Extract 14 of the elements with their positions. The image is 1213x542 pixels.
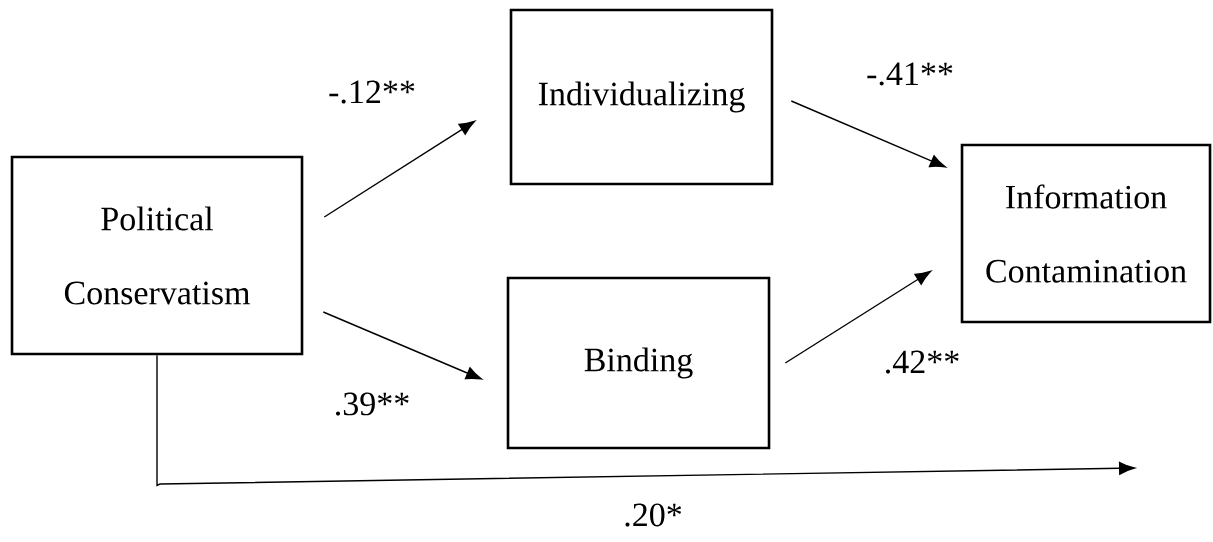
arrow bbox=[790, 100, 946, 168]
variable-box: Political Conservatism bbox=[10, 155, 304, 356]
edge-label: -.41** bbox=[864, 60, 956, 88]
arrow bbox=[784, 270, 932, 364]
variable-box: Information Contamination bbox=[960, 143, 1212, 324]
arrow bbox=[322, 311, 482, 380]
edge-label: -.12** bbox=[326, 78, 418, 106]
arrow bbox=[156, 354, 1135, 487]
arrow bbox=[323, 120, 476, 218]
edge-label: .20* bbox=[621, 501, 685, 529]
variable-box: Individualizing bbox=[509, 8, 774, 186]
variable-box: Binding bbox=[506, 276, 771, 450]
edge-label: .39** bbox=[331, 390, 413, 418]
edge-label: .42** bbox=[881, 348, 963, 376]
